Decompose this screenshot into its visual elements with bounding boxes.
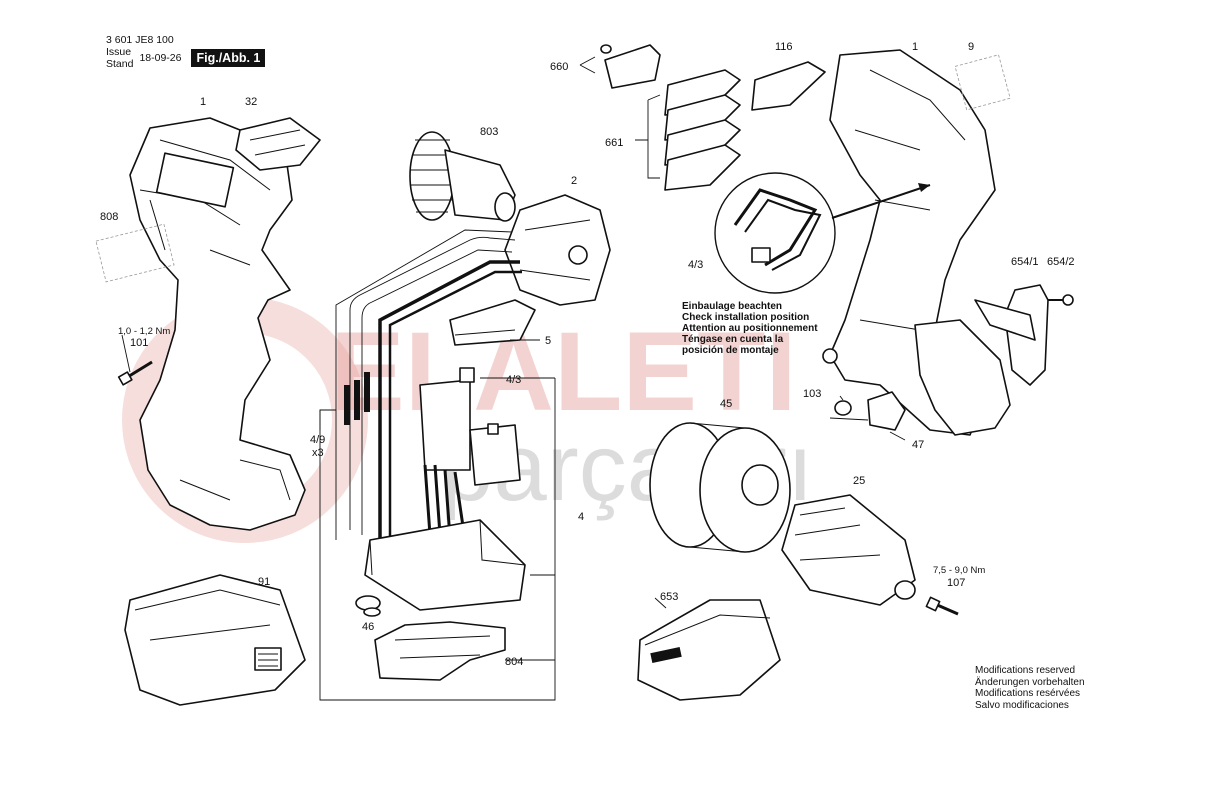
callout-4-9: 4/9 xyxy=(310,434,325,446)
armature-gear-part xyxy=(409,131,516,222)
installation-detail-circle xyxy=(714,172,931,294)
torque-107: 7,5 - 9,0 Nm xyxy=(933,565,985,576)
callout-5: 5 xyxy=(545,335,551,347)
issue-row: Issue Stand 18-09-26 Fig./Abb. 1 xyxy=(106,46,266,70)
screw-101 xyxy=(117,360,153,386)
switch-cover-part xyxy=(235,117,321,171)
callout-660: 660 xyxy=(550,61,568,73)
issue-date: 18-09-26 xyxy=(139,52,182,64)
modifications-note: Modifications reserved Änderungen vorbeh… xyxy=(975,665,1085,711)
callout-25: 25 xyxy=(853,475,865,487)
switch-part-5 xyxy=(449,299,536,346)
housing-left-part xyxy=(129,117,306,531)
drawing-header: 3 601 JE8 100 Issue Stand 18-09-26 Fig./… xyxy=(106,34,266,70)
charger-part-653 xyxy=(637,599,781,701)
mods-line-es: Salvo modificaciones xyxy=(975,699,1069,711)
part-number: 3 601 JE8 100 xyxy=(106,34,174,46)
callout-45: 45 xyxy=(720,398,732,410)
watermark-line1: ELALETI xyxy=(330,309,797,434)
callout-107: 107 xyxy=(947,577,965,589)
note-line-de: Einbaulage beachten xyxy=(682,301,783,312)
note-line-fr: Attention au positionnement xyxy=(682,323,818,334)
group-4-bracket xyxy=(319,377,556,701)
clip-part-46 xyxy=(355,595,381,617)
callout-653: 653 xyxy=(660,591,678,603)
led-cover-part xyxy=(751,61,826,111)
callout-808: 808 xyxy=(100,211,118,223)
connector-part-4-9 xyxy=(344,372,370,425)
callout-32: 32 xyxy=(245,96,257,108)
callout-2: 2 xyxy=(571,175,577,187)
issue-stand-labels: Issue Stand xyxy=(106,46,133,70)
wiring-harness xyxy=(335,229,522,540)
stopper-103 xyxy=(834,400,852,416)
belt-clip-set xyxy=(635,69,741,191)
circuit-board-part xyxy=(374,621,506,681)
callout-101: 101 xyxy=(130,337,148,349)
callout-803: 803 xyxy=(480,126,498,138)
issue-label: Issue xyxy=(106,46,132,58)
callout-46: 46 xyxy=(362,621,374,633)
chuck-part-25 xyxy=(781,494,916,606)
hook-part-654 xyxy=(974,284,1074,386)
callout-103: 103 xyxy=(803,388,821,400)
note-line-en: Check installation position xyxy=(682,312,810,323)
screw-107 xyxy=(925,596,959,616)
callout-4-9-qty: x3 xyxy=(312,447,324,459)
bit-holder-part xyxy=(579,44,661,89)
note-line-es2: posición de montaje xyxy=(682,345,779,356)
installation-note: Einbaulage beachten Check installation p… xyxy=(682,301,818,356)
callout-804: 804 xyxy=(505,656,523,668)
mods-line-fr: Modifications resérvées xyxy=(975,688,1081,699)
callout-1-right: 1 xyxy=(912,41,918,53)
figure-label: Fig./Abb. 1 xyxy=(191,49,266,67)
callout-4: 4 xyxy=(578,511,584,523)
callout-4-3-right: 4/3 xyxy=(688,259,703,271)
mods-line-en: Modifications reserved xyxy=(975,665,1076,676)
gearbox-plate xyxy=(914,319,1011,436)
callout-116: 116 xyxy=(775,41,793,53)
stand-label: Stand xyxy=(106,58,134,70)
callout-1-left: 1 xyxy=(200,96,206,108)
callout-47: 47 xyxy=(912,439,924,451)
label-plate-9 xyxy=(954,54,1011,111)
housing-right-part xyxy=(822,49,996,436)
motor-part xyxy=(504,194,611,306)
callout-9: 9 xyxy=(968,41,974,53)
callout-654-2: 654/2 xyxy=(1047,256,1075,268)
callout-661: 661 xyxy=(605,137,623,149)
mods-line-de: Änderungen vorbehalten xyxy=(975,676,1085,688)
callout-654-1: 654/1 xyxy=(1011,256,1039,268)
leader-lines xyxy=(121,334,906,609)
support-part-47 xyxy=(867,391,906,431)
callout-91: 91 xyxy=(258,576,270,588)
electronic-module-part xyxy=(364,367,526,611)
gearbox-part-45 xyxy=(649,422,791,553)
battery-part xyxy=(124,574,306,706)
callout-labels: 1 32 803 2 808 1,0 - 1,2 Nm 101 5 4/3 4/… xyxy=(100,41,1075,668)
note-line-es1: Téngase en cuenta la xyxy=(682,334,784,345)
callout-4-3-mid: 4/3 xyxy=(506,374,521,386)
torque-101: 1,0 - 1,2 Nm xyxy=(118,326,170,337)
